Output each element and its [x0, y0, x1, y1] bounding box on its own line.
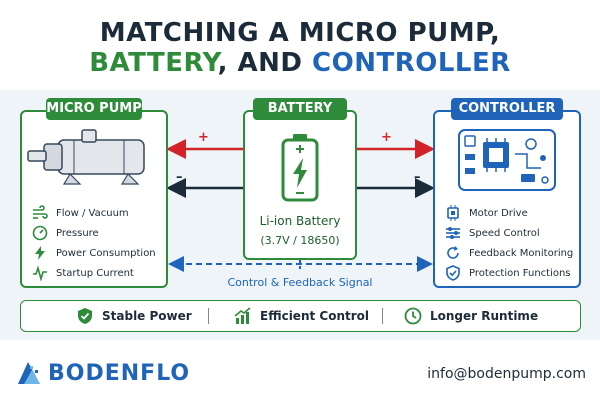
minus-sign-right: –: [414, 170, 421, 185]
micro-pump-label: MICRO PUMP: [46, 98, 142, 120]
divider: [382, 308, 383, 324]
controller-feature-label: Motor Drive: [469, 207, 528, 219]
pump-feature-flow: Flow / Vacuum: [32, 204, 129, 222]
shield-check-icon: [76, 307, 94, 325]
benefit-label: Efficient Control: [260, 309, 370, 323]
benefit-stable-power: Stable Power: [76, 300, 192, 332]
controller-feature-protection: Protection Functions: [445, 264, 571, 282]
battery-label: BATTERY: [253, 98, 347, 120]
benefit-longer-runtime: Longer Runtime: [404, 300, 538, 332]
plus-sign-right: +: [381, 130, 392, 145]
plus-sign-left: +: [198, 130, 209, 145]
circuit-board-icon: [458, 129, 556, 191]
pump-feature-label: Pressure: [56, 227, 99, 239]
battery-spec: (3.7V / 18650): [260, 234, 340, 247]
title-line-1: MATCHING A MICRO PUMP,: [99, 18, 501, 48]
clock-icon: [404, 307, 422, 325]
title-battery: BATTERY: [89, 48, 218, 78]
pump-feature-label: Flow / Vacuum: [56, 207, 129, 219]
contact-email[interactable]: info@bodenpump.com: [427, 366, 586, 382]
refresh-icon: [445, 245, 461, 261]
benefit-efficient-control: Efficient Control: [234, 300, 369, 332]
controller-feature-feedback: Feedback Monitoring: [445, 244, 573, 262]
gauge-icon: [32, 225, 48, 241]
sliders-icon: [445, 225, 461, 241]
brand-logo: BODENFLO: [14, 356, 190, 390]
title-and: , AND: [217, 48, 313, 78]
controller-label: CONTROLLER: [451, 98, 563, 120]
controller-feature-label: Feedback Monitoring: [469, 247, 574, 259]
logo-mark-icon: [18, 362, 40, 384]
pump-illustration-icon: [27, 129, 145, 185]
pump-feature-label: Power Consumption: [56, 247, 156, 259]
title-controller: CONTROLLER: [312, 48, 511, 78]
pump-feature-label: Startup Current: [56, 267, 134, 279]
controller-feature-label: Speed Control: [469, 227, 540, 239]
minus-sign-left: –: [176, 170, 183, 185]
pump-feature-startup: Startup Current: [32, 264, 134, 282]
benefit-label: Stable Power: [102, 309, 192, 323]
chart-up-icon: [234, 307, 252, 325]
brand-name: BODENFLO: [48, 360, 191, 386]
pump-feature-power: Power Consumption: [32, 244, 156, 262]
divider: [208, 308, 209, 324]
chip-icon: [445, 205, 461, 221]
title-line-2: BATTERY, AND CONTROLLER: [0, 48, 600, 78]
controller-feature-label: Protection Functions: [469, 267, 571, 279]
controller-feature-motor: Motor Drive: [445, 204, 528, 222]
pulse-icon: [32, 265, 48, 281]
battery-name: Li-ion Battery: [259, 214, 341, 228]
lightning-icon: [32, 245, 48, 261]
controller-box: [433, 110, 581, 288]
benefit-label: Longer Runtime: [430, 309, 539, 323]
benefits-bar: [20, 300, 581, 332]
shield-check-icon: [445, 265, 461, 281]
pump-feature-pressure: Pressure: [32, 224, 99, 242]
controller-feature-speed: Speed Control: [445, 224, 540, 242]
battery-icon: [281, 134, 319, 202]
wind-icon: [32, 205, 48, 221]
signal-label: Control & Feedback Signal: [227, 276, 373, 289]
